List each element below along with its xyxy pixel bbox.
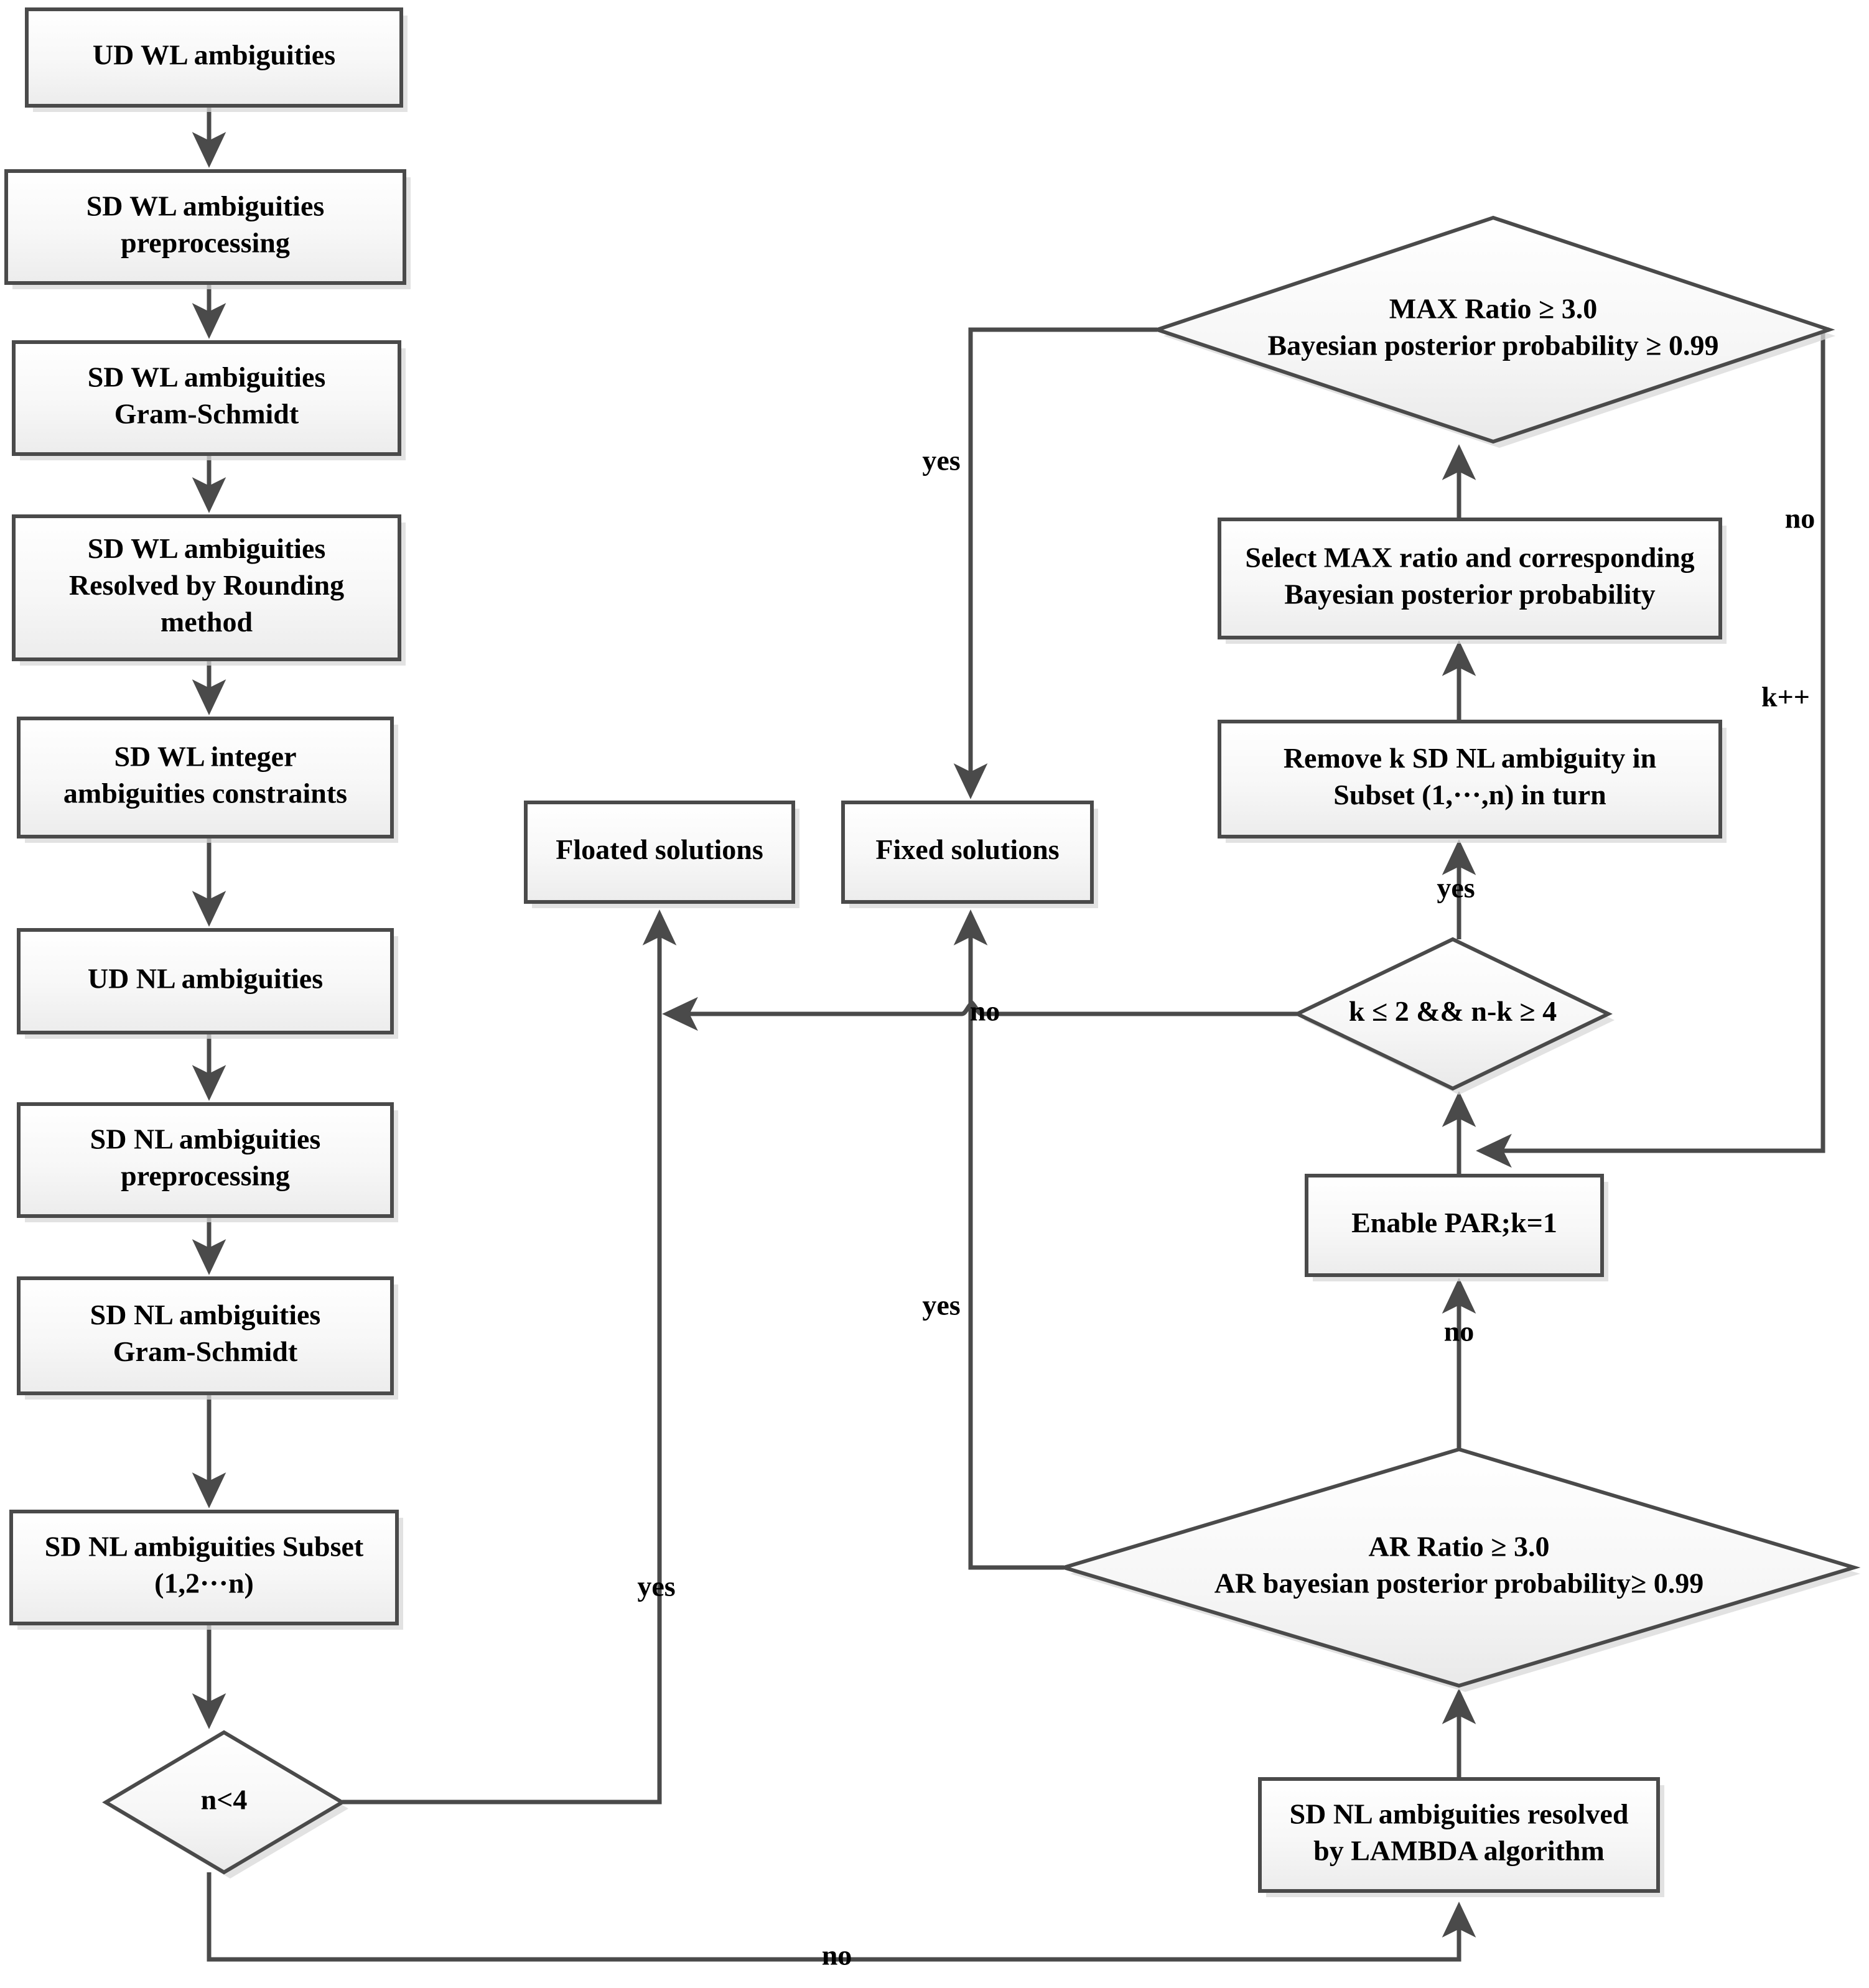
node-shape [1293, 937, 1613, 1091]
edge-d1-yes-floated [342, 909, 677, 1805]
edge-label-no-ar: no [1444, 1316, 1475, 1347]
edge-label-yes-kcond: yes [1437, 872, 1475, 904]
node-label: SD NL ambiguities Subset(1,2···n) [45, 1530, 364, 1599]
node-shape [841, 801, 1094, 904]
edge-label-yes-ar: yes [922, 1289, 960, 1321]
node-label: n<4 [201, 1783, 248, 1815]
node-shape [9, 1510, 399, 1625]
node-shape [17, 1276, 394, 1395]
node-shape [12, 340, 401, 456]
edge-label-yes-max: yes [922, 445, 960, 476]
node-shape [524, 801, 795, 904]
process-node[interactable]: Floated solutions [524, 801, 799, 908]
node-shape [1258, 1777, 1660, 1893]
node-shape [12, 514, 401, 661]
edge-label-no-n4: no [822, 1939, 852, 1971]
node-shape [1305, 1174, 1604, 1277]
node-shape [4, 169, 406, 285]
process-node[interactable]: UD WL ambiguities [25, 7, 408, 112]
edge-d4-yes-fixed [953, 909, 1064, 1570]
node-shape [1218, 518, 1722, 639]
node-shape [1057, 1447, 1861, 1688]
process-node[interactable]: SD NL ambiguities Subset(1,2···n) [9, 1510, 403, 1630]
node-shape [1218, 720, 1722, 838]
node-label: UD WL ambiguities [93, 39, 335, 70]
process-node[interactable]: Fixed solutions [841, 801, 1098, 908]
node-shape [17, 928, 394, 1034]
node-shape [102, 1730, 346, 1875]
node-label: k ≤ 2 && n-k ≥ 4 [1349, 995, 1557, 1027]
node-shape [17, 717, 394, 838]
edge-d1-no-lambda [207, 1872, 1476, 1962]
process-node[interactable]: UD NL ambiguities [17, 928, 398, 1039]
edge-label-kpp: k++ [1761, 681, 1810, 713]
node-shape [17, 1102, 394, 1218]
edge-label-yes-n4: yes [637, 1571, 675, 1602]
decision-node[interactable]: k ≤ 2 && n-k ≥ 4 [1293, 937, 1615, 1095]
node-label: Floated solutions [556, 834, 763, 865]
node-shape [25, 7, 403, 108]
edge-label-no-kcond: no [970, 995, 1000, 1027]
decision-node[interactable]: n<4 [102, 1730, 348, 1879]
edge-d2-yes-fixed [953, 327, 1157, 799]
process-node[interactable]: Enable PAR;k=1 [1305, 1174, 1608, 1281]
edge-d3-no-floated [662, 996, 1297, 1031]
edge-label-layer: yes no k++ yes no no yes yes no [637, 445, 1815, 1971]
node-label: Fixed solutions [875, 834, 1059, 865]
node-label: Enable PAR;k=1 [1351, 1207, 1557, 1238]
node-shape [1151, 215, 1835, 444]
node-label: UD NL ambiguities [88, 962, 323, 994]
edge-label-no-max: no [1785, 503, 1815, 534]
